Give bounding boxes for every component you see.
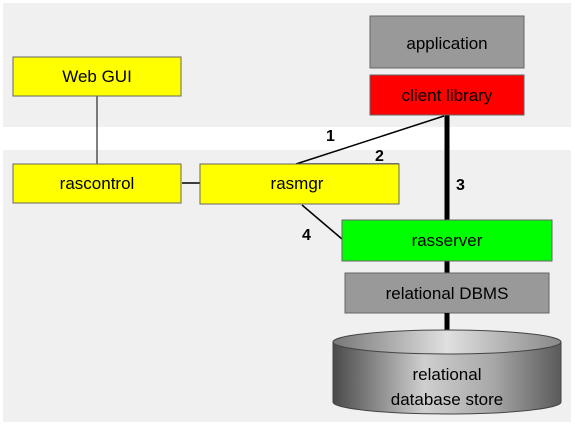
relational-dbms-label: relational DBMS <box>386 284 509 303</box>
application-box <box>369 15 525 69</box>
database-store-body <box>332 341 562 415</box>
connection-4-line <box>301 204 343 240</box>
client-library-label: client library <box>402 86 493 105</box>
connection-4-label: 4 <box>302 227 311 244</box>
client-library-node: client library <box>369 74 525 116</box>
rasmgr-label: rasmgr <box>271 174 324 193</box>
connection-1-label: 1 <box>326 128 335 145</box>
rascontrol-node: rascontrol <box>12 163 182 204</box>
rasserver-node: rasserver <box>341 219 553 262</box>
web-gui-label: Web GUI <box>62 67 132 86</box>
rascontrol-label: rascontrol <box>60 174 135 193</box>
database-store-label-line1: relational <box>413 365 482 384</box>
relational-dbms-node: relational DBMS <box>344 272 550 314</box>
rascontrol-box <box>12 163 182 204</box>
connection-3-label: 3 <box>456 177 465 194</box>
rasserver-label: rasserver <box>412 231 483 250</box>
web-gui-node: Web GUI <box>12 56 182 97</box>
rasserver-box <box>341 219 553 262</box>
connection-2-label: 2 <box>375 148 384 165</box>
application-node: application <box>369 15 525 69</box>
rasmgr-node: rasmgr <box>199 163 400 205</box>
database-store-top <box>332 329 562 355</box>
database-store-node: relational database store <box>332 329 562 415</box>
relational-dbms-box <box>344 272 550 314</box>
database-store-label-line2: database store <box>391 390 503 409</box>
client-library-box <box>369 74 525 116</box>
web-gui-box <box>12 56 182 97</box>
rasmgr-box <box>199 163 400 205</box>
application-label: application <box>406 34 487 53</box>
connection-1-line <box>295 115 445 165</box>
